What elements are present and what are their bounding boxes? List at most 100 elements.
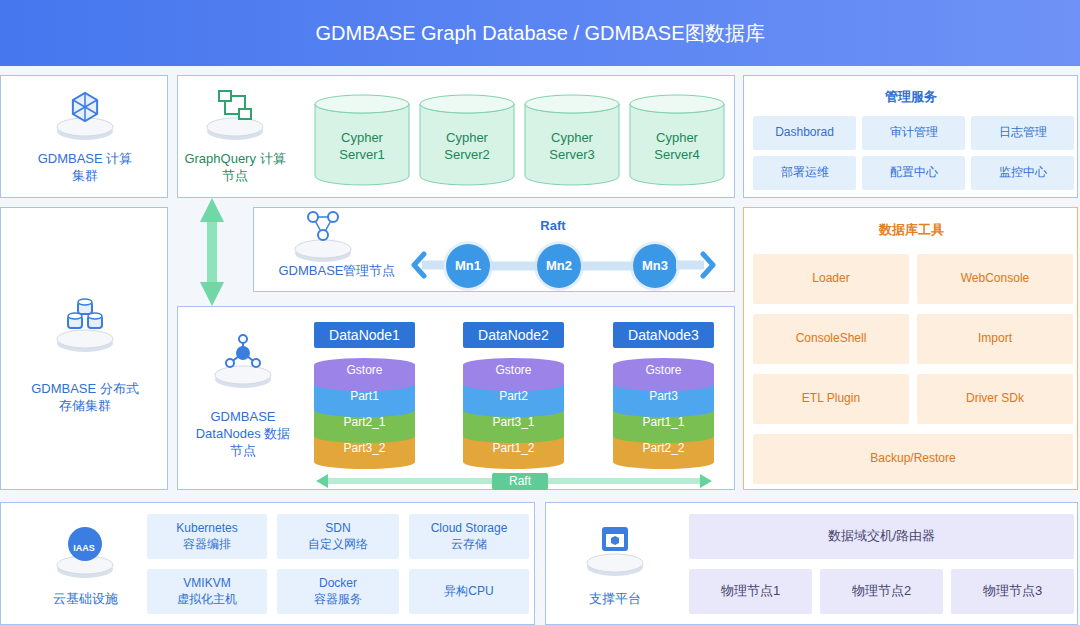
text-holder: 容器编排	[183, 537, 231, 553]
partition-layer: Gstore	[463, 358, 564, 391]
node-text: 云存储	[451, 537, 487, 553]
text-holder: ETL Plugin	[802, 391, 860, 407]
tool-cell: Backup/Restore	[753, 434, 1073, 484]
datanode-cylinder: GstorePart1Part2_1Part3_2DataNode1	[314, 322, 415, 472]
node-text: Part2_1	[343, 415, 385, 431]
node-text: 监控中心	[999, 165, 1047, 181]
node-text: 部署运维	[781, 165, 829, 181]
node-text: Mn2	[546, 258, 572, 275]
server-cylinder: Cypher Server3	[524, 94, 620, 186]
text-holder: 监控中心	[999, 165, 1047, 181]
text-holder: Backup/Restore	[870, 451, 955, 467]
cluster-panel: GDMBASE 计算集群	[0, 75, 168, 198]
cylinder-top	[525, 95, 619, 113]
icon-glyph	[328, 212, 338, 222]
text-holder: Part2_1	[343, 415, 385, 431]
cylinder-top	[630, 95, 724, 113]
node-text: Gstore	[645, 363, 681, 379]
raft-label: Raft	[523, 217, 583, 235]
node-text: 虚拟化主机	[177, 592, 237, 608]
text-holder: Cypher Server1	[327, 130, 397, 164]
node-text: Part3_1	[492, 415, 534, 431]
text-holder: Mn3	[642, 258, 668, 275]
icon-glyph	[236, 346, 250, 360]
node-text: SDN	[325, 521, 350, 537]
connector	[490, 262, 537, 271]
tool-cell: Dashborad	[753, 116, 856, 150]
icon-glyph	[239, 109, 251, 119]
node-text: 数据域交机/路由器	[828, 528, 936, 545]
panel-icon	[203, 327, 283, 397]
text-holder: Kubernetes	[176, 521, 237, 537]
icon-pedestal	[57, 330, 113, 348]
icon-glyph	[239, 335, 247, 343]
node-text: ETL Plugin	[802, 391, 860, 407]
node-text: 数据库工具	[811, 222, 1011, 239]
node-text: 支撑平台	[555, 591, 675, 608]
icon-glyph	[602, 527, 628, 551]
node-text: Gstore	[495, 363, 531, 379]
title-text: GDMBASE Graph Database / GDMBASE图数据库	[315, 20, 764, 46]
node-text: 容器服务	[314, 592, 362, 608]
node-text: Cypher Server1	[327, 130, 397, 164]
cylinder-body	[525, 104, 619, 185]
text-holder: SDN	[325, 521, 350, 537]
partition-layer: Gstore	[613, 358, 714, 391]
manager-circle: Mn1	[446, 244, 490, 288]
cluster-panel: GDMBASE 分布式存储集群	[0, 207, 168, 490]
cylinder-body	[420, 104, 514, 185]
text-holder: Part3_2	[343, 441, 385, 457]
tool-cell: Loader	[753, 254, 909, 304]
text-holder: GDMBASE DataNodes 数据节点	[193, 409, 293, 460]
node-text: Part2	[499, 389, 528, 405]
text-holder: 云基础设施	[25, 591, 145, 608]
datanode-cylinder: GstorePart2Part3_1Part1_2DataNode2	[463, 322, 564, 472]
node-text: WebConsole	[961, 271, 1029, 287]
cluster-panel: 数据域交机/路由器物理节点1物理节点2物理节点3支撑平台	[545, 502, 1078, 625]
text-holder: DataNode1	[314, 322, 415, 348]
server-cylinder: Cypher Server4	[629, 94, 725, 186]
text-holder: Driver SDk	[966, 391, 1024, 407]
text-holder: Cypher Server3	[537, 130, 607, 164]
node-text: GDMBASE DataNodes 数据节点	[193, 409, 293, 460]
text-holder: Part1	[350, 389, 379, 405]
node-text: 异构CPU	[444, 584, 493, 600]
node-text: Cypher Server3	[537, 130, 607, 164]
node-text: Dashborad	[775, 125, 834, 141]
node-text: GDMBASE管理节点	[262, 263, 412, 280]
text-holder: Part2_2	[642, 441, 684, 457]
text-holder: 云存储	[451, 537, 487, 553]
text-holder: ConsoleShell	[796, 331, 867, 347]
text-holder: 审计管理	[890, 125, 938, 141]
text-holder: 日志管理	[999, 125, 1047, 141]
node-text: Part3	[649, 389, 678, 405]
icon-glyph	[611, 536, 619, 545]
text-holder: GraphQuery 计算节点	[180, 151, 290, 185]
server-cylinder: Cypher Server1	[314, 94, 410, 186]
text-holder: 支撑平台	[555, 591, 675, 608]
chevron	[414, 254, 424, 276]
edge-group	[212, 222, 633, 282]
connector	[581, 262, 633, 271]
text-holder: 部署运维	[781, 165, 829, 181]
raft-bar	[676, 261, 704, 270]
tool-cell: 监控中心	[971, 156, 1074, 190]
cluster-panel: LoaderWebConsoleConsoleShellImportETL Pl…	[743, 207, 1078, 490]
cylinder-top	[420, 95, 514, 113]
raft-label: IAAS	[64, 542, 104, 555]
text-holder: GDMBASE管理节点	[262, 263, 412, 280]
node-text: Driver SDk	[966, 391, 1024, 407]
icon-glyph	[78, 299, 92, 305]
tool-cell: WebConsole	[917, 254, 1073, 304]
raft-label: Raft	[492, 473, 548, 490]
text-holder: 容器服务	[314, 592, 362, 608]
text-holder: 异构CPU	[444, 584, 493, 600]
panel-icon	[283, 201, 363, 271]
cylinder-top	[315, 95, 409, 113]
node-text: Kubernetes	[176, 521, 237, 537]
icon-glyph	[225, 96, 245, 114]
tool-cell: 物理节点3	[951, 569, 1074, 614]
text-holder: Loader	[812, 271, 849, 287]
cylinder-body	[630, 104, 724, 185]
